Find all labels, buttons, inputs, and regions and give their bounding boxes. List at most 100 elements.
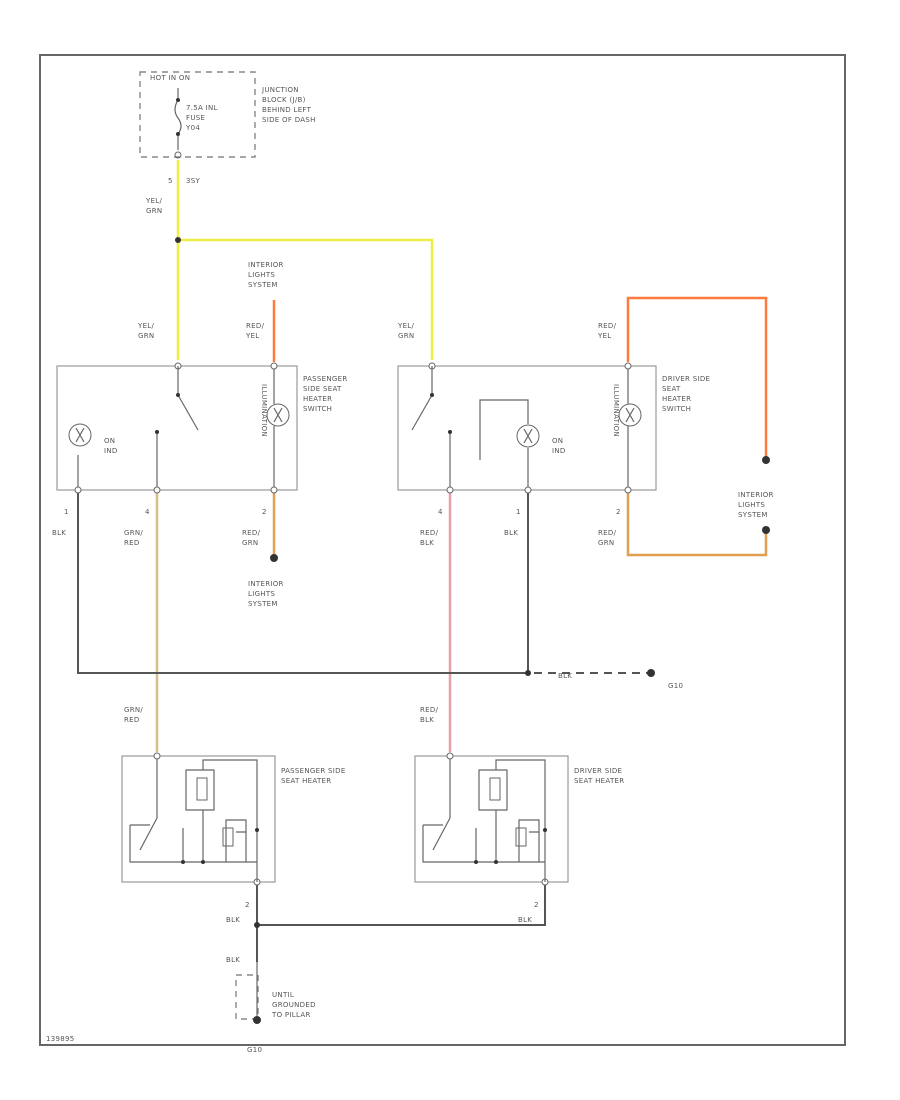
bottom-wire-color: BLK bbox=[52, 529, 66, 537]
passenger-heater: GRN/ RED PASSENGER SIDE SEAT HEATER 2 BL… bbox=[121, 706, 348, 924]
fuse-label: 7.5A INL FUSE Y04 bbox=[185, 104, 220, 132]
terminal bbox=[524, 486, 532, 494]
terminal bbox=[494, 860, 498, 864]
pin-number: 4 bbox=[438, 508, 443, 516]
top-wire-color: RED/ YEL bbox=[245, 322, 267, 340]
terminal bbox=[270, 362, 278, 370]
out-pin: 2 bbox=[534, 901, 539, 909]
heater-label: PASSENGER SIDE SEAT HEATER bbox=[281, 767, 348, 785]
figure-id: 139895 bbox=[46, 1035, 75, 1043]
out-color: BLK bbox=[226, 916, 240, 924]
ground-bus-color: BLK bbox=[558, 672, 572, 680]
terminal bbox=[543, 828, 547, 832]
heater-element bbox=[196, 777, 208, 801]
lamp-filament bbox=[523, 428, 533, 444]
pin-number: 1 bbox=[516, 508, 521, 516]
splice bbox=[525, 670, 531, 676]
driver-switch: YEL/ GRN RED/ YEL ON IND ILLUMINATION DR… bbox=[397, 322, 713, 547]
switch-contacts bbox=[411, 366, 529, 490]
heater-thermostat bbox=[515, 827, 527, 847]
bottom-wire-color: RED/ BLK bbox=[420, 529, 441, 547]
terminal bbox=[153, 486, 161, 494]
connector-dot bbox=[762, 526, 770, 534]
terminal bbox=[201, 860, 205, 864]
junction-block-outline bbox=[139, 71, 256, 158]
out-color: BLK bbox=[518, 916, 532, 924]
terminal bbox=[446, 486, 454, 494]
interior-lights-label: INTERIOR LIGHTS SYSTEM bbox=[738, 491, 776, 519]
terminal bbox=[155, 430, 159, 434]
lamp-filament bbox=[625, 407, 635, 423]
driver-heater: RED/ BLK DRIVER SIDE SEAT HEATER 2 BLK bbox=[414, 706, 624, 924]
illumination-lamp bbox=[618, 403, 642, 427]
ground: BLK UNTIL GROUNDED TO PILLAR G10 bbox=[226, 956, 318, 1054]
wires bbox=[77, 160, 770, 962]
terminal bbox=[270, 486, 278, 494]
in-wire-color: GRN/ RED bbox=[124, 706, 146, 724]
lamp-text: ON IND bbox=[552, 437, 566, 455]
ground-label: UNTIL GROUNDED TO PILLAR bbox=[271, 991, 318, 1019]
fuse-wire-code: 3SY bbox=[186, 177, 200, 185]
fuse-terminal bbox=[176, 132, 180, 136]
ground-wire-color: BLK bbox=[226, 956, 240, 964]
lamp-filament bbox=[75, 427, 85, 443]
indicator-lamp bbox=[68, 423, 92, 447]
switch-label: PASSENGER SIDE SEAT HEATER SWITCH bbox=[303, 375, 350, 413]
bottom-wire-color: RED/ GRN bbox=[242, 529, 263, 547]
junction-header: HOT IN ON bbox=[150, 74, 190, 82]
ground-dot bbox=[647, 669, 655, 677]
passenger-switch: YEL/ GRN RED/ YEL ON IND ILLUMINATION PA… bbox=[52, 322, 350, 547]
lamp-filament bbox=[273, 407, 283, 423]
heater-element bbox=[489, 777, 501, 801]
heater-circuit bbox=[422, 759, 546, 882]
wire-red-grn-driver bbox=[626, 492, 768, 557]
switch-label: DRIVER SIDE SEAT HEATER SWITCH bbox=[662, 375, 713, 413]
illumination-lamp bbox=[266, 403, 290, 427]
connector-dot bbox=[762, 456, 770, 464]
terminal bbox=[74, 486, 82, 494]
out-pin: 2 bbox=[245, 901, 250, 909]
driver-heater-box bbox=[414, 755, 569, 883]
terminal bbox=[624, 362, 632, 370]
fuse-connector bbox=[174, 151, 182, 159]
interior-lights-label: INTERIOR LIGHTS SYSTEM bbox=[248, 261, 286, 289]
pin-number: 1 bbox=[64, 508, 69, 516]
illumination-text: ILLUMINATION bbox=[260, 384, 268, 437]
bottom-wire-color: RED/ GRN bbox=[598, 529, 619, 547]
terminal bbox=[430, 393, 434, 397]
illumination-text: ILLUMINATION bbox=[612, 384, 620, 437]
terminal bbox=[176, 393, 180, 397]
diagram-frame bbox=[39, 54, 846, 1046]
terminal bbox=[448, 430, 452, 434]
lamp-text: ON IND bbox=[104, 437, 118, 455]
indicator-lamp bbox=[516, 424, 540, 448]
passenger-heater-box bbox=[121, 755, 276, 883]
pin-number: 4 bbox=[145, 508, 150, 516]
heater-thermostat bbox=[222, 827, 234, 847]
heater-circuit bbox=[129, 759, 258, 882]
wire-red-yel-driver bbox=[626, 296, 768, 458]
in-wire-color: RED/ BLK bbox=[420, 706, 441, 724]
terminal bbox=[153, 752, 161, 760]
connector-dot bbox=[270, 554, 278, 562]
terminal bbox=[446, 752, 454, 760]
ground-id: G10 bbox=[247, 1046, 262, 1054]
bottom-wire-color: BLK bbox=[504, 529, 518, 537]
top-wire-color: RED/ YEL bbox=[597, 322, 619, 340]
fuse-wire-pin: 5 bbox=[168, 177, 173, 185]
terminal bbox=[181, 860, 185, 864]
wire-blk-heaters bbox=[256, 882, 546, 962]
switch-contacts bbox=[77, 366, 199, 490]
pin-number: 2 bbox=[262, 508, 267, 516]
wire-blk-ground-bus bbox=[77, 492, 529, 674]
wire-yel-grn-branch bbox=[178, 238, 434, 360]
pin-number: 2 bbox=[616, 508, 621, 516]
top-wire-color: YEL/ GRN bbox=[137, 322, 157, 340]
interior-lights-label: INTERIOR LIGHTS SYSTEM bbox=[248, 580, 286, 608]
fuse-symbol bbox=[174, 88, 182, 150]
splice bbox=[254, 922, 260, 928]
junction-label: JUNCTION BLOCK (J/B) BEHIND LEFT SIDE OF… bbox=[261, 86, 316, 124]
terminal bbox=[474, 860, 478, 864]
top-wire-color: YEL/ GRN bbox=[397, 322, 417, 340]
